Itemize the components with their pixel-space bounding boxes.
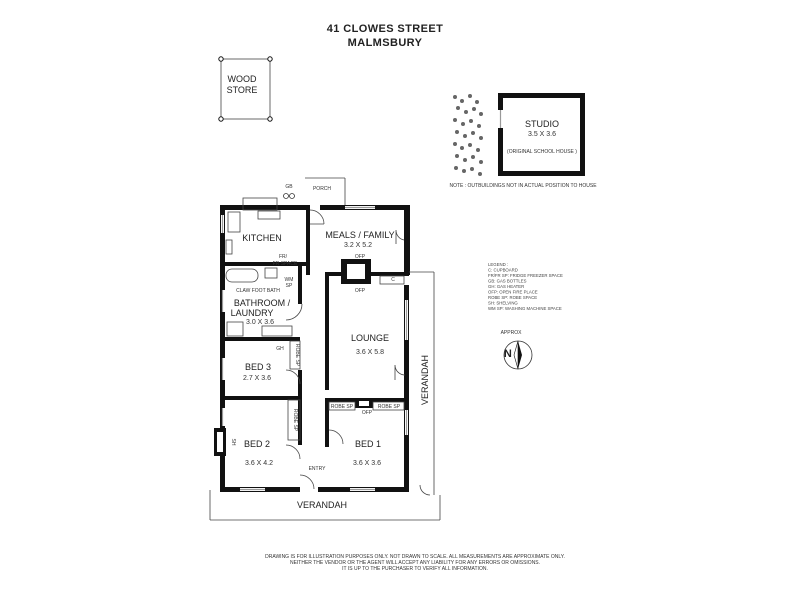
robe-sp-bed1-left-label: ROBE SP xyxy=(331,404,354,410)
bed1-dims: 3.6 X 3.6 xyxy=(353,460,381,467)
disclaimer-line-2: NEITHER THE VENDOR OR THE AGENT WILL ACC… xyxy=(290,560,540,566)
verandah-bottom-label: VERANDAH xyxy=(297,500,347,510)
legend-item: SH: SHELVING xyxy=(488,301,518,306)
wood-store-label-2: STORE xyxy=(227,85,258,95)
porch-label: PORCH xyxy=(313,186,331,192)
lounge-dims: 3.6 X 5.8 xyxy=(356,349,384,356)
legend-item: GB: GAS BOTTLES xyxy=(488,279,527,284)
bathroom-dims: 3.0 X 3.6 xyxy=(246,319,274,326)
wm-label-1: WM xyxy=(285,277,294,283)
address-line-1: 41 CLOWES STREET xyxy=(327,23,443,35)
bed2-dims: 3.6 X 4.2 xyxy=(245,460,273,467)
robe-sp-bed2-label: ROBE SP xyxy=(292,409,298,432)
bed3-name: BED 3 xyxy=(245,362,271,372)
legend-item: FR/FR SP: FRIDGE FREEZER SPACE xyxy=(488,273,563,278)
entry-label: ENTRY xyxy=(309,466,327,472)
wood-store: WOOD STORE xyxy=(218,56,273,122)
bed2-name: BED 2 xyxy=(244,439,270,449)
outbuildings-note: NOTE : OUTBUILDINGS NOT IN ACTUAL POSITI… xyxy=(449,183,597,189)
verandah-bottom: VERANDAH xyxy=(209,490,441,521)
robe-sp-bed3 xyxy=(289,340,301,370)
meals-name: MEALS / FAMILY xyxy=(325,230,394,240)
disclaimer-line-3: IT IS UP TO THE PURCHASER TO VERIFY ALL … xyxy=(342,566,488,572)
legend-item: OFP: OPEN FIRE PLACE xyxy=(488,290,538,295)
studio-dims: 3.5 X 3.6 xyxy=(528,131,556,138)
fr-label-1: FR/ xyxy=(279,254,288,260)
kitchen-name: KITCHEN xyxy=(242,233,282,243)
gas-bottles xyxy=(283,193,295,199)
disclaimer-line-1: DRAWING IS FOR ILLUSTRATION PURPOSES ONL… xyxy=(265,554,565,560)
compass-label: APPROX xyxy=(501,330,523,336)
bathroom-name-2: LAUNDRY xyxy=(231,308,274,318)
gb-label: GB xyxy=(285,184,293,190)
kitchen-fittings xyxy=(225,197,281,255)
sh-label: SH xyxy=(230,439,236,446)
windows xyxy=(221,206,408,491)
bathroom-name-1: BATHROOM / xyxy=(234,298,291,308)
robe-sp-bed3-label: ROBE SP xyxy=(294,344,300,367)
wm-label-2: SP xyxy=(286,283,293,289)
legend-item: GH: GAS HEATER xyxy=(488,284,524,289)
legend-item: ROBE SP: ROBE SPACE xyxy=(488,295,537,300)
wood-store-label-1: WOOD xyxy=(228,74,257,84)
legend-item: C: CUPBOARD xyxy=(488,268,518,273)
meals-dims: 3.2 X 5.2 xyxy=(344,242,372,249)
bed1-name: BED 1 xyxy=(355,439,381,449)
claw-bath-label: CLAW FOOT BATH xyxy=(236,288,280,294)
gh-label: GH xyxy=(276,346,284,352)
robe-sp-bed1-right-label: ROBE SP xyxy=(378,404,401,410)
ofp-bottom-label: OFP xyxy=(362,410,373,416)
bathroom-fittings xyxy=(225,267,293,337)
verandah-right-label: VERANDAH xyxy=(420,355,430,405)
legend-item: WM SP: WASHING MACHINE SPACE xyxy=(488,306,562,311)
studio: STUDIO 3.5 X 3.6 (ORIGINAL SCHOOL HOUSE … xyxy=(453,93,585,176)
robe-sp-bed2 xyxy=(287,399,301,441)
studio-name: STUDIO xyxy=(525,119,559,129)
door-swings xyxy=(285,209,431,496)
bed3-dims: 2.7 X 3.6 xyxy=(243,375,271,382)
fr-label-2: FR SPACE xyxy=(273,261,298,267)
address-line-2: MALMSBURY xyxy=(348,37,423,49)
c-label: C xyxy=(391,277,395,283)
ofp-mid-label: OFP xyxy=(355,288,366,294)
robe-sp-bed1-right xyxy=(372,401,405,411)
studio-shrubs xyxy=(453,94,483,176)
ofp-top-label: OFP xyxy=(355,254,366,260)
legend-title: LEGEND : xyxy=(488,262,508,267)
porch: PORCH xyxy=(305,177,346,205)
lounge-name: LOUNGE xyxy=(351,333,389,343)
verandah-right: VERANDAH xyxy=(409,271,435,495)
robe-sp-bed1-left xyxy=(328,401,356,411)
north-compass-icon: APPROX N xyxy=(501,330,533,370)
studio-note: (ORIGINAL SCHOOL HOUSE ) xyxy=(507,149,577,155)
compass-letter: N xyxy=(504,348,512,360)
legend: LEGEND : C: CUPBOARD FR/FR SP: FRIDGE FR… xyxy=(488,262,563,311)
